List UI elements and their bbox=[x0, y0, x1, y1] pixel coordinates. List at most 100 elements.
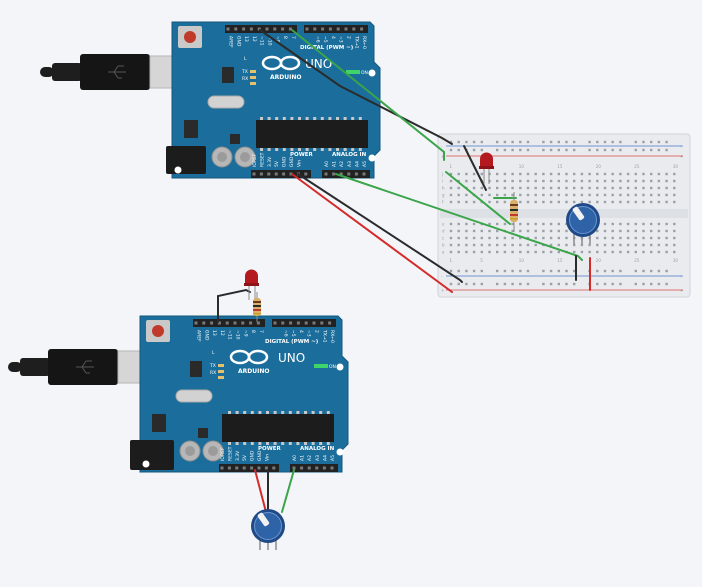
breadboard-hole[interactable] bbox=[526, 243, 530, 247]
rail-hole[interactable] bbox=[603, 269, 607, 273]
rail-hole[interactable] bbox=[565, 140, 568, 144]
breadboard-hole[interactable] bbox=[626, 250, 630, 254]
breadboard-hole[interactable] bbox=[619, 193, 622, 197]
red-wire[interactable] bbox=[291, 173, 453, 293]
header-pin[interactable] bbox=[289, 321, 293, 325]
breadboard-hole[interactable] bbox=[457, 250, 460, 254]
breadboard-hole[interactable] bbox=[496, 200, 499, 204]
breadboard-hole[interactable] bbox=[542, 250, 545, 254]
breadboard-hole[interactable] bbox=[611, 186, 614, 190]
analog-header[interactable] bbox=[290, 464, 338, 472]
rail-hole[interactable] bbox=[634, 282, 637, 286]
breadboard-hole[interactable] bbox=[665, 250, 668, 254]
breadboard-hole[interactable] bbox=[526, 172, 530, 176]
rail-hole[interactable] bbox=[657, 282, 661, 286]
breadboard-hole[interactable] bbox=[457, 193, 460, 197]
resistor[interactable] bbox=[510, 192, 518, 232]
breadboard-hole[interactable] bbox=[642, 236, 645, 240]
breadboard-hole[interactable] bbox=[549, 229, 553, 233]
breadboard-hole[interactable] bbox=[565, 236, 568, 240]
header-pin[interactable] bbox=[292, 466, 296, 470]
breadboard-hole[interactable] bbox=[511, 172, 514, 176]
reset-button-cap[interactable] bbox=[184, 31, 196, 43]
breadboard-hole[interactable] bbox=[573, 250, 576, 254]
breadboard-hole[interactable] bbox=[673, 193, 676, 197]
breadboard-hole[interactable] bbox=[511, 186, 514, 190]
breadboard-hole[interactable] bbox=[580, 186, 584, 190]
header-pin[interactable] bbox=[312, 321, 316, 325]
rail-hole[interactable] bbox=[603, 140, 607, 144]
breadboard-hole[interactable] bbox=[580, 250, 584, 254]
rail-hole[interactable] bbox=[465, 282, 468, 286]
breadboard-hole[interactable] bbox=[557, 229, 560, 233]
breadboard-hole[interactable] bbox=[626, 229, 630, 233]
power-header[interactable] bbox=[251, 170, 311, 178]
header-pin[interactable] bbox=[352, 27, 356, 31]
breadboard-hole[interactable] bbox=[534, 172, 537, 176]
breadboard-hole[interactable] bbox=[642, 229, 645, 233]
rail-hole[interactable] bbox=[565, 269, 568, 273]
breadboard-hole[interactable] bbox=[465, 229, 468, 233]
breadboard-hole[interactable] bbox=[673, 236, 676, 240]
breadboard-hole[interactable] bbox=[465, 250, 468, 254]
breadboard-hole[interactable] bbox=[565, 193, 568, 197]
rail-hole[interactable] bbox=[565, 148, 568, 152]
breadboard-hole[interactable] bbox=[542, 179, 545, 183]
breadboard-hole[interactable] bbox=[511, 193, 514, 197]
breadboard-hole[interactable] bbox=[526, 229, 530, 233]
rail-hole[interactable] bbox=[596, 282, 599, 286]
breadboard-hole[interactable] bbox=[673, 222, 676, 226]
breadboard-hole[interactable] bbox=[657, 222, 661, 226]
rail-hole[interactable] bbox=[511, 282, 514, 286]
breadboard-hole[interactable] bbox=[611, 193, 614, 197]
rail-hole[interactable] bbox=[549, 269, 553, 273]
black-wire[interactable] bbox=[297, 173, 463, 283]
breadboard-hole[interactable] bbox=[511, 179, 514, 183]
breadboard-hole[interactable] bbox=[549, 200, 553, 204]
breadboard-hole[interactable] bbox=[557, 250, 560, 254]
breadboard-hole[interactable] bbox=[650, 243, 653, 247]
rail-hole[interactable] bbox=[472, 282, 476, 286]
breadboard-hole[interactable] bbox=[588, 250, 591, 254]
rail-hole[interactable] bbox=[449, 269, 453, 273]
rail-hole[interactable] bbox=[650, 282, 653, 286]
breadboard-hole[interactable] bbox=[511, 236, 514, 240]
breadboard-hole[interactable] bbox=[596, 236, 599, 240]
breadboard-hole[interactable] bbox=[634, 172, 637, 176]
breadboard-hole[interactable] bbox=[642, 243, 645, 247]
breadboard-hole[interactable] bbox=[472, 229, 476, 233]
breadboard-hole[interactable] bbox=[480, 229, 483, 233]
breadboard-hole[interactable] bbox=[603, 243, 607, 247]
header-pin[interactable] bbox=[234, 27, 238, 31]
breadboard-hole[interactable] bbox=[642, 179, 645, 183]
breadboard-hole[interactable] bbox=[511, 250, 514, 254]
breadboard-hole[interactable] bbox=[472, 236, 476, 240]
breadboard-hole[interactable] bbox=[611, 243, 614, 247]
rail-hole[interactable] bbox=[496, 148, 499, 152]
breadboard-hole[interactable] bbox=[603, 222, 607, 226]
header-pin[interactable] bbox=[339, 172, 343, 176]
breadboard-hole[interactable] bbox=[449, 179, 453, 183]
breadboard-hole[interactable] bbox=[565, 229, 568, 233]
rail-hole[interactable] bbox=[511, 269, 514, 273]
arduino-uno-board[interactable]: UNO ARDUINO DIGITAL (PWM ~) POWER ANALOG… bbox=[166, 21, 381, 179]
rail-hole[interactable] bbox=[503, 148, 507, 152]
breadboard-hole[interactable] bbox=[665, 229, 668, 233]
breadboard-hole[interactable] bbox=[496, 172, 499, 176]
breadboard-hole[interactable] bbox=[565, 172, 568, 176]
breadboard-hole[interactable] bbox=[580, 172, 584, 176]
rail-hole[interactable] bbox=[542, 269, 545, 273]
header-pin[interactable] bbox=[304, 321, 308, 325]
breadboard-hole[interactable] bbox=[650, 236, 653, 240]
black-wire[interactable] bbox=[217, 288, 251, 323]
breadboard-hole[interactable] bbox=[565, 186, 568, 190]
red-wire[interactable] bbox=[254, 469, 267, 513]
breadboard-hole[interactable] bbox=[596, 243, 599, 247]
header-pin[interactable] bbox=[321, 27, 325, 31]
breadboard-hole[interactable] bbox=[457, 243, 460, 247]
breadboard-hole[interactable] bbox=[611, 229, 614, 233]
rail-hole[interactable] bbox=[457, 148, 460, 152]
breadboard-hole[interactable] bbox=[650, 222, 653, 226]
breadboard-hole[interactable] bbox=[673, 250, 676, 254]
rail-hole[interactable] bbox=[503, 269, 507, 273]
